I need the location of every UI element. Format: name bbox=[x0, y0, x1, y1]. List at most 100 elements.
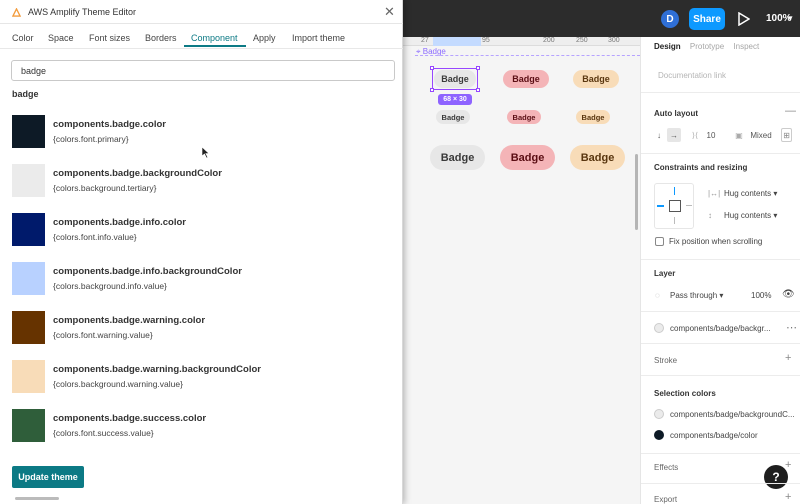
resize-handle[interactable] bbox=[430, 66, 434, 70]
zoom-level[interactable]: 100% bbox=[766, 13, 792, 24]
update-theme-button[interactable]: Update theme bbox=[12, 466, 84, 488]
active-tab-indicator bbox=[184, 45, 246, 47]
layer-opacity[interactable]: 100% bbox=[751, 291, 772, 300]
token-value: {colors.background.info.value} bbox=[53, 281, 167, 291]
amplify-logo-icon bbox=[12, 8, 21, 17]
selection-color-swatch[interactable] bbox=[654, 430, 664, 440]
badge-warning-large[interactable]: Badge bbox=[570, 145, 625, 170]
token-swatch[interactable] bbox=[12, 213, 45, 246]
token-value: {colors.font.primary} bbox=[53, 134, 129, 144]
fill-style-name[interactable]: components/badge/backgr... bbox=[670, 324, 771, 333]
badge-error-medium[interactable]: Badge bbox=[503, 70, 549, 88]
blend-mode[interactable]: Pass through ▾ bbox=[670, 291, 724, 300]
constraints-title: Constraints and resizing bbox=[654, 163, 748, 172]
badge-error-small[interactable]: Badge bbox=[507, 110, 541, 124]
token-row[interactable]: components.badge.warning.backgroundColor… bbox=[12, 360, 392, 396]
fill-swatch[interactable] bbox=[654, 323, 664, 333]
mouse-cursor-icon bbox=[202, 147, 210, 158]
token-value: {colors.font.warning.value} bbox=[53, 330, 153, 340]
plugin-scrollbar[interactable] bbox=[15, 497, 59, 500]
eye-icon[interactable]: 👁 bbox=[782, 289, 795, 300]
plugin-titlebar: AWS Amplify Theme Editor ✕ bbox=[0, 0, 403, 24]
badge-neutral-small[interactable]: Badge bbox=[436, 110, 470, 124]
token-search-input[interactable] bbox=[11, 60, 395, 81]
fix-position-label: Fix position when scrolling bbox=[669, 237, 763, 246]
token-name: components.badge.warning.backgroundColor bbox=[53, 364, 261, 375]
selection-colors-title: Selection colors bbox=[654, 389, 716, 398]
ruler-tick: 250 bbox=[576, 37, 588, 44]
spacing-value[interactable]: 10 bbox=[706, 130, 716, 140]
user-avatar[interactable]: D bbox=[661, 10, 679, 28]
token-row[interactable]: components.badge.warning.color {colors.f… bbox=[12, 311, 392, 347]
token-name: components.badge.info.color bbox=[53, 217, 187, 228]
token-row[interactable]: components.badge.success.color {colors.f… bbox=[12, 409, 392, 445]
resize-handle[interactable] bbox=[430, 88, 434, 92]
token-name: components.badge.info.backgroundColor bbox=[53, 266, 242, 277]
share-button[interactable]: Share bbox=[689, 8, 725, 30]
ruler-tick: 200 bbox=[543, 37, 555, 44]
selection-color-name[interactable]: components/badge/backgroundC... bbox=[670, 410, 795, 419]
canvas-scrollbar[interactable] bbox=[635, 154, 638, 230]
resize-handle[interactable] bbox=[476, 88, 480, 92]
constraints-widget[interactable] bbox=[654, 183, 694, 229]
tab-prototype[interactable]: Prototype bbox=[689, 42, 725, 51]
chevron-down-icon[interactable]: ▾ bbox=[788, 13, 793, 23]
width-icon: |↔| bbox=[708, 189, 721, 198]
tab-apply[interactable]: Apply bbox=[253, 33, 276, 43]
token-swatch[interactable] bbox=[12, 409, 45, 442]
close-icon[interactable]: ✕ bbox=[384, 4, 395, 19]
tab-color[interactable]: Color bbox=[12, 33, 34, 43]
arrow-down-icon[interactable]: ↓ bbox=[657, 130, 661, 140]
token-row[interactable]: components.badge.color {colors.font.prim… bbox=[12, 115, 392, 151]
tab-font-sizes[interactable]: Font sizes bbox=[89, 33, 131, 43]
token-row[interactable]: components.badge.backgroundColor {colors… bbox=[12, 164, 392, 200]
alignment-icon[interactable]: ⊞ bbox=[781, 128, 792, 142]
fix-position-checkbox[interactable] bbox=[655, 237, 664, 246]
tab-space[interactable]: Space bbox=[48, 33, 74, 43]
selection-size-label: 68 × 30 bbox=[438, 94, 472, 105]
token-swatch[interactable] bbox=[12, 360, 45, 393]
token-value: {colors.font.info.value} bbox=[53, 232, 137, 242]
badge-error-large[interactable]: Badge bbox=[500, 145, 555, 170]
properties-panel: Design Prototype Inspect Documentation l… bbox=[640, 37, 800, 504]
resize-handle[interactable] bbox=[476, 66, 480, 70]
badge-neutral-medium[interactable]: Badge bbox=[434, 70, 476, 88]
present-play-icon[interactable] bbox=[738, 12, 750, 26]
minus-icon[interactable]: — bbox=[785, 105, 796, 117]
tab-design[interactable]: Design bbox=[654, 42, 681, 51]
tab-import-theme[interactable]: Import theme bbox=[292, 33, 346, 43]
tab-component[interactable]: Component bbox=[191, 33, 238, 43]
height-icon: ↕ bbox=[708, 211, 712, 220]
plugin-tabs: Color Space Font sizes Borders Component… bbox=[0, 25, 403, 49]
token-value: {colors.background.tertiary} bbox=[53, 183, 157, 193]
add-stroke-icon[interactable]: + bbox=[785, 352, 792, 364]
token-row[interactable]: components.badge.info.color {colors.font… bbox=[12, 213, 392, 249]
padding-value[interactable]: Mixed bbox=[750, 130, 772, 140]
token-row[interactable]: components.badge.info.backgroundColor {c… bbox=[12, 262, 392, 298]
height-sizing[interactable]: Hug contents ▾ bbox=[724, 211, 778, 220]
tab-borders[interactable]: Borders bbox=[145, 33, 177, 43]
selection-color-name[interactable]: components/badge/color bbox=[670, 431, 758, 440]
plugin-title: AWS Amplify Theme Editor bbox=[28, 7, 137, 17]
tab-inspect[interactable]: Inspect bbox=[733, 42, 760, 51]
arrow-right-icon[interactable]: → bbox=[667, 128, 681, 142]
token-swatch[interactable] bbox=[12, 311, 45, 344]
selection-box[interactable] bbox=[432, 68, 478, 90]
token-swatch[interactable] bbox=[12, 115, 45, 148]
token-swatch[interactable] bbox=[12, 164, 45, 197]
help-button[interactable]: ? bbox=[764, 465, 788, 489]
token-swatch[interactable] bbox=[12, 262, 45, 295]
more-icon[interactable]: ⋯ bbox=[786, 322, 797, 334]
effects-title: Effects bbox=[654, 463, 679, 472]
design-canvas[interactable]: 27 95 200 250 300 ⌖ Badge Badge Badge Ba… bbox=[403, 37, 640, 504]
badge-warning-small[interactable]: Badge bbox=[576, 110, 610, 124]
documentation-link[interactable]: Documentation link bbox=[658, 71, 727, 80]
add-effect-icon[interactable]: + bbox=[785, 459, 792, 471]
auto-layout-title: Auto layout bbox=[654, 109, 698, 118]
selection-color-swatch[interactable] bbox=[654, 409, 664, 419]
width-sizing[interactable]: Hug contents ▾ bbox=[724, 189, 778, 198]
add-export-icon[interactable]: + bbox=[785, 491, 792, 503]
badge-warning-medium[interactable]: Badge bbox=[573, 70, 619, 88]
badge-neutral-large[interactable]: Badge bbox=[430, 145, 485, 170]
frame-label[interactable]: ⌖ Badge bbox=[416, 47, 446, 56]
